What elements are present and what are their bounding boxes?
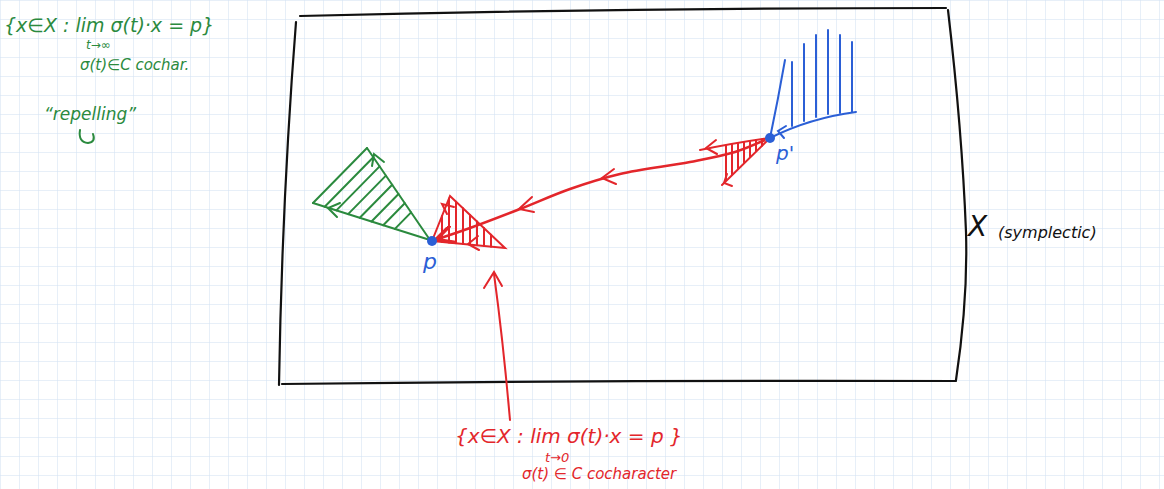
attracting-cone-edge bbox=[700, 138, 770, 185]
set-definition: {x∈X : lim σ(t)·x = p } bbox=[455, 424, 683, 448]
limit-subscript: t→∞ bbox=[86, 38, 111, 52]
attracting-cone-edge bbox=[432, 196, 505, 248]
flow-chevron bbox=[442, 204, 454, 214]
fixed-point: p' bbox=[765, 133, 775, 143]
space-outline-left bbox=[279, 22, 296, 385]
point-label: p' bbox=[776, 141, 794, 165]
flow-chevron bbox=[706, 140, 717, 154]
set-definition: {x∈X : lim σ(t)·x = p} bbox=[4, 14, 214, 37]
leader-arrow bbox=[494, 274, 510, 420]
space-outline-bottom bbox=[282, 381, 956, 384]
flow-chevron bbox=[372, 154, 384, 166]
flow-curve bbox=[438, 140, 765, 239]
flow-chevron bbox=[778, 126, 786, 138]
repelling-hook bbox=[80, 130, 94, 143]
attracting-cone-hatch bbox=[726, 139, 762, 180]
flow-chevron bbox=[724, 174, 732, 186]
fixed-point: p bbox=[427, 236, 437, 246]
space-name: X bbox=[968, 210, 987, 244]
attracting-cone-edge bbox=[770, 112, 856, 138]
flow-chevron bbox=[468, 236, 479, 250]
space-outline-top bbox=[300, 8, 946, 16]
annotation: “repelling” bbox=[44, 104, 136, 124]
limit-subscript: t→0 bbox=[545, 450, 569, 466]
attracting-cone-edge bbox=[770, 60, 785, 138]
flow-chevron bbox=[328, 203, 340, 217]
set-condition: σ(t) ∈ C cocharacter bbox=[522, 465, 676, 483]
leader-arrowhead bbox=[484, 272, 502, 288]
space-outline-right bbox=[948, 10, 966, 380]
set-condition: σ(t)∈C cochar. bbox=[80, 56, 189, 74]
attracting-cone-hatch bbox=[792, 30, 852, 126]
point-label: p bbox=[423, 249, 437, 275]
symplectic-space: X(symplectic)pp' bbox=[280, 10, 970, 385]
repelling-cone-hatch bbox=[313, 148, 411, 229]
space-note: (symplectic) bbox=[998, 223, 1097, 242]
